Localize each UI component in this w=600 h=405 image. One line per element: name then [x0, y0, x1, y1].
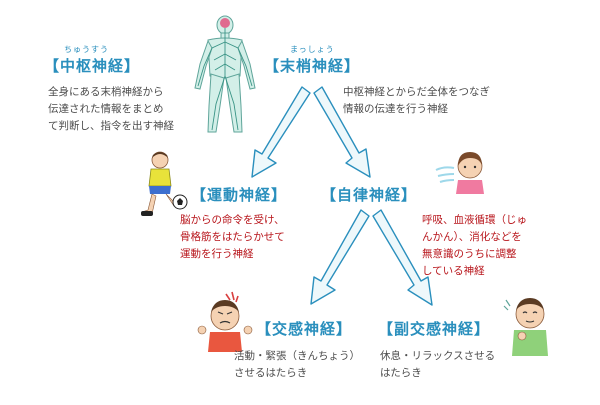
motor-nerve-title: 【運動神経】 — [191, 186, 288, 204]
parasympathetic-nerve-title: 【副交感神経】 — [378, 320, 491, 338]
peripheral-nerve-ruby: まっしょう — [290, 45, 335, 54]
parasympathetic-nerve-desc: 休息・リラックスさせる はたらき — [380, 350, 496, 379]
central-nerve-ruby: ちゅうすう — [64, 45, 109, 54]
motor-nerve-desc: 脳からの命令を受け、 骨格筋をはたらかせて 運動を行う神経 — [180, 214, 285, 260]
nervous-system-body-icon — [194, 15, 256, 133]
peripheral-nerve-title: 【末梢神経】 — [264, 57, 361, 75]
autonomic-nerve-title: 【自律神経】 — [321, 186, 418, 204]
breathing-girl-icon — [435, 152, 484, 194]
soccer-kid-icon — [141, 151, 188, 216]
autonomic-nerve-desc: 呼吸、血液循環（じゅ んかん）、消化などを 無意識のうちに調整 している神経 — [422, 214, 527, 277]
sympathetic-nerve-desc: 活動・緊張（きんちょう） させるはたらき — [234, 350, 360, 379]
arrow-peripheral-to-motor — [251, 86, 311, 178]
arrow-autonomic-to-sympathetic — [310, 209, 370, 305]
arrow-peripheral-to-autonomic — [313, 86, 371, 178]
angry-kid-icon — [197, 291, 253, 352]
sympathetic-nerve-title: 【交感神経】 — [256, 320, 353, 338]
central-nerve-title: 【中枢神経】 — [44, 57, 141, 75]
peripheral-nerve-desc: 中枢神経とからだ全体をつなぎ 情報の伝達を行う神経 — [343, 86, 490, 115]
central-nerve-desc: 全身にある末梢神経から 伝達された情報をまとめ て判断し、指令を出す神経 — [48, 86, 174, 132]
arrow-autonomic-to-parasympathetic — [372, 209, 433, 306]
relaxed-kid-icon — [503, 298, 548, 356]
